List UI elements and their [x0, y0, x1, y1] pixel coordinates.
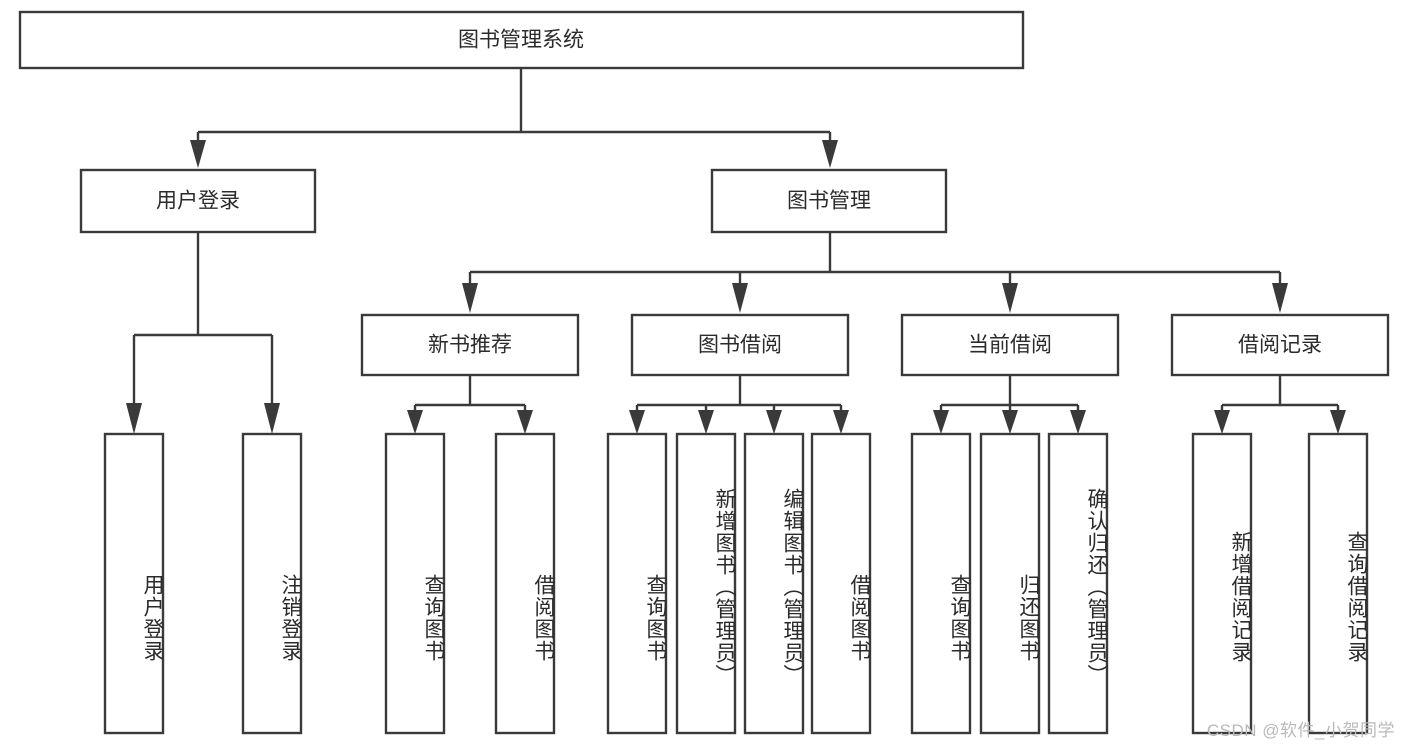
- connector-borrow-record-to-leaves: [1214, 375, 1346, 434]
- node-box-leaf-confirm-return[interactable]: [1047, 432, 1109, 735]
- node-current-borrow[interactable]: 当前借阅: [900, 313, 1120, 377]
- node-label: 用户登录: [156, 190, 240, 213]
- arrow-head-icon: [1070, 410, 1086, 434]
- arrow-head-icon: [629, 410, 645, 434]
- node-box: [900, 313, 1120, 377]
- connector-book-borrow-to-leaves: [629, 375, 849, 434]
- node-user-login[interactable]: 用户登录: [79, 168, 317, 234]
- arrow-head-icon: [822, 140, 838, 168]
- node-box-leaf-add-book[interactable]: [675, 432, 737, 735]
- node-box-leaf-borrow-book-1[interactable]: [494, 432, 556, 735]
- node-label: 当前借阅: [968, 334, 1052, 357]
- node-box: [1170, 313, 1390, 377]
- arrow-head-icon: [1330, 410, 1346, 434]
- arrow-head-icon: [407, 410, 423, 434]
- connector-book-management-to-level3: [462, 232, 1288, 313]
- node-box-leaf-edit-book[interactable]: [743, 432, 805, 735]
- node-label: 图书借阅: [698, 334, 782, 357]
- node-borrow-record[interactable]: 借阅记录: [1170, 313, 1390, 377]
- node-box-leaf-borrow-book-2[interactable]: [810, 432, 872, 735]
- connector-new-book-recommend-to-leaves: [407, 375, 533, 434]
- arrow-head-icon: [190, 140, 206, 168]
- arrow-head-icon: [126, 403, 142, 434]
- arrow-head-icon: [1272, 283, 1288, 313]
- arrow-head-icon: [933, 410, 949, 434]
- node-root[interactable]: 图书管理系统: [18, 10, 1025, 70]
- node-box-leaf-query-book-1[interactable]: [384, 432, 446, 735]
- node-box-leaf-query-book-3[interactable]: [910, 432, 972, 735]
- node-box-leaf-user-login[interactable]: [103, 432, 165, 735]
- node-label: 图书管理系统: [458, 29, 584, 52]
- node-box: [18, 10, 1025, 70]
- node-box: [79, 168, 317, 234]
- connector-current-borrow-to-leaves: [933, 375, 1086, 434]
- arrow-head-icon: [462, 283, 478, 313]
- node-box-leaf-logout-login[interactable]: [241, 432, 303, 735]
- node-box-leaf-add-record[interactable]: [1191, 432, 1253, 735]
- node-label: 新书推荐: [428, 334, 512, 357]
- arrow-head-icon: [1002, 410, 1018, 434]
- connector-user-login-to-leaves: [126, 232, 280, 434]
- node-box-leaf-return-book[interactable]: [979, 432, 1041, 735]
- connector-root-to-level2: [190, 68, 838, 168]
- arrow-head-icon: [766, 410, 782, 434]
- node-new-book-recommend[interactable]: 新书推荐: [360, 313, 580, 377]
- node-box: [710, 168, 948, 234]
- node-label: 图书管理: [787, 190, 871, 213]
- arrow-head-icon: [264, 403, 280, 434]
- node-label: 借阅记录: [1238, 334, 1322, 357]
- node-box-leaf-query-book-2[interactable]: [606, 432, 668, 735]
- node-book-management[interactable]: 图书管理: [710, 168, 948, 234]
- node-box: [630, 313, 850, 377]
- arrow-head-icon: [833, 410, 849, 434]
- node-box-leaf-query-record[interactable]: [1307, 432, 1369, 735]
- arrow-head-icon: [1002, 283, 1018, 313]
- arrow-head-icon: [732, 283, 748, 313]
- leaf-boxes: [103, 432, 1369, 735]
- node-box: [360, 313, 580, 377]
- arrow-head-icon: [517, 410, 533, 434]
- node-book-borrow[interactable]: 图书借阅: [630, 313, 850, 377]
- arrow-head-icon: [1214, 410, 1230, 434]
- csdn-watermark: CSDN @软件_小贺同学: [1206, 721, 1395, 740]
- arrow-head-icon: [698, 410, 714, 434]
